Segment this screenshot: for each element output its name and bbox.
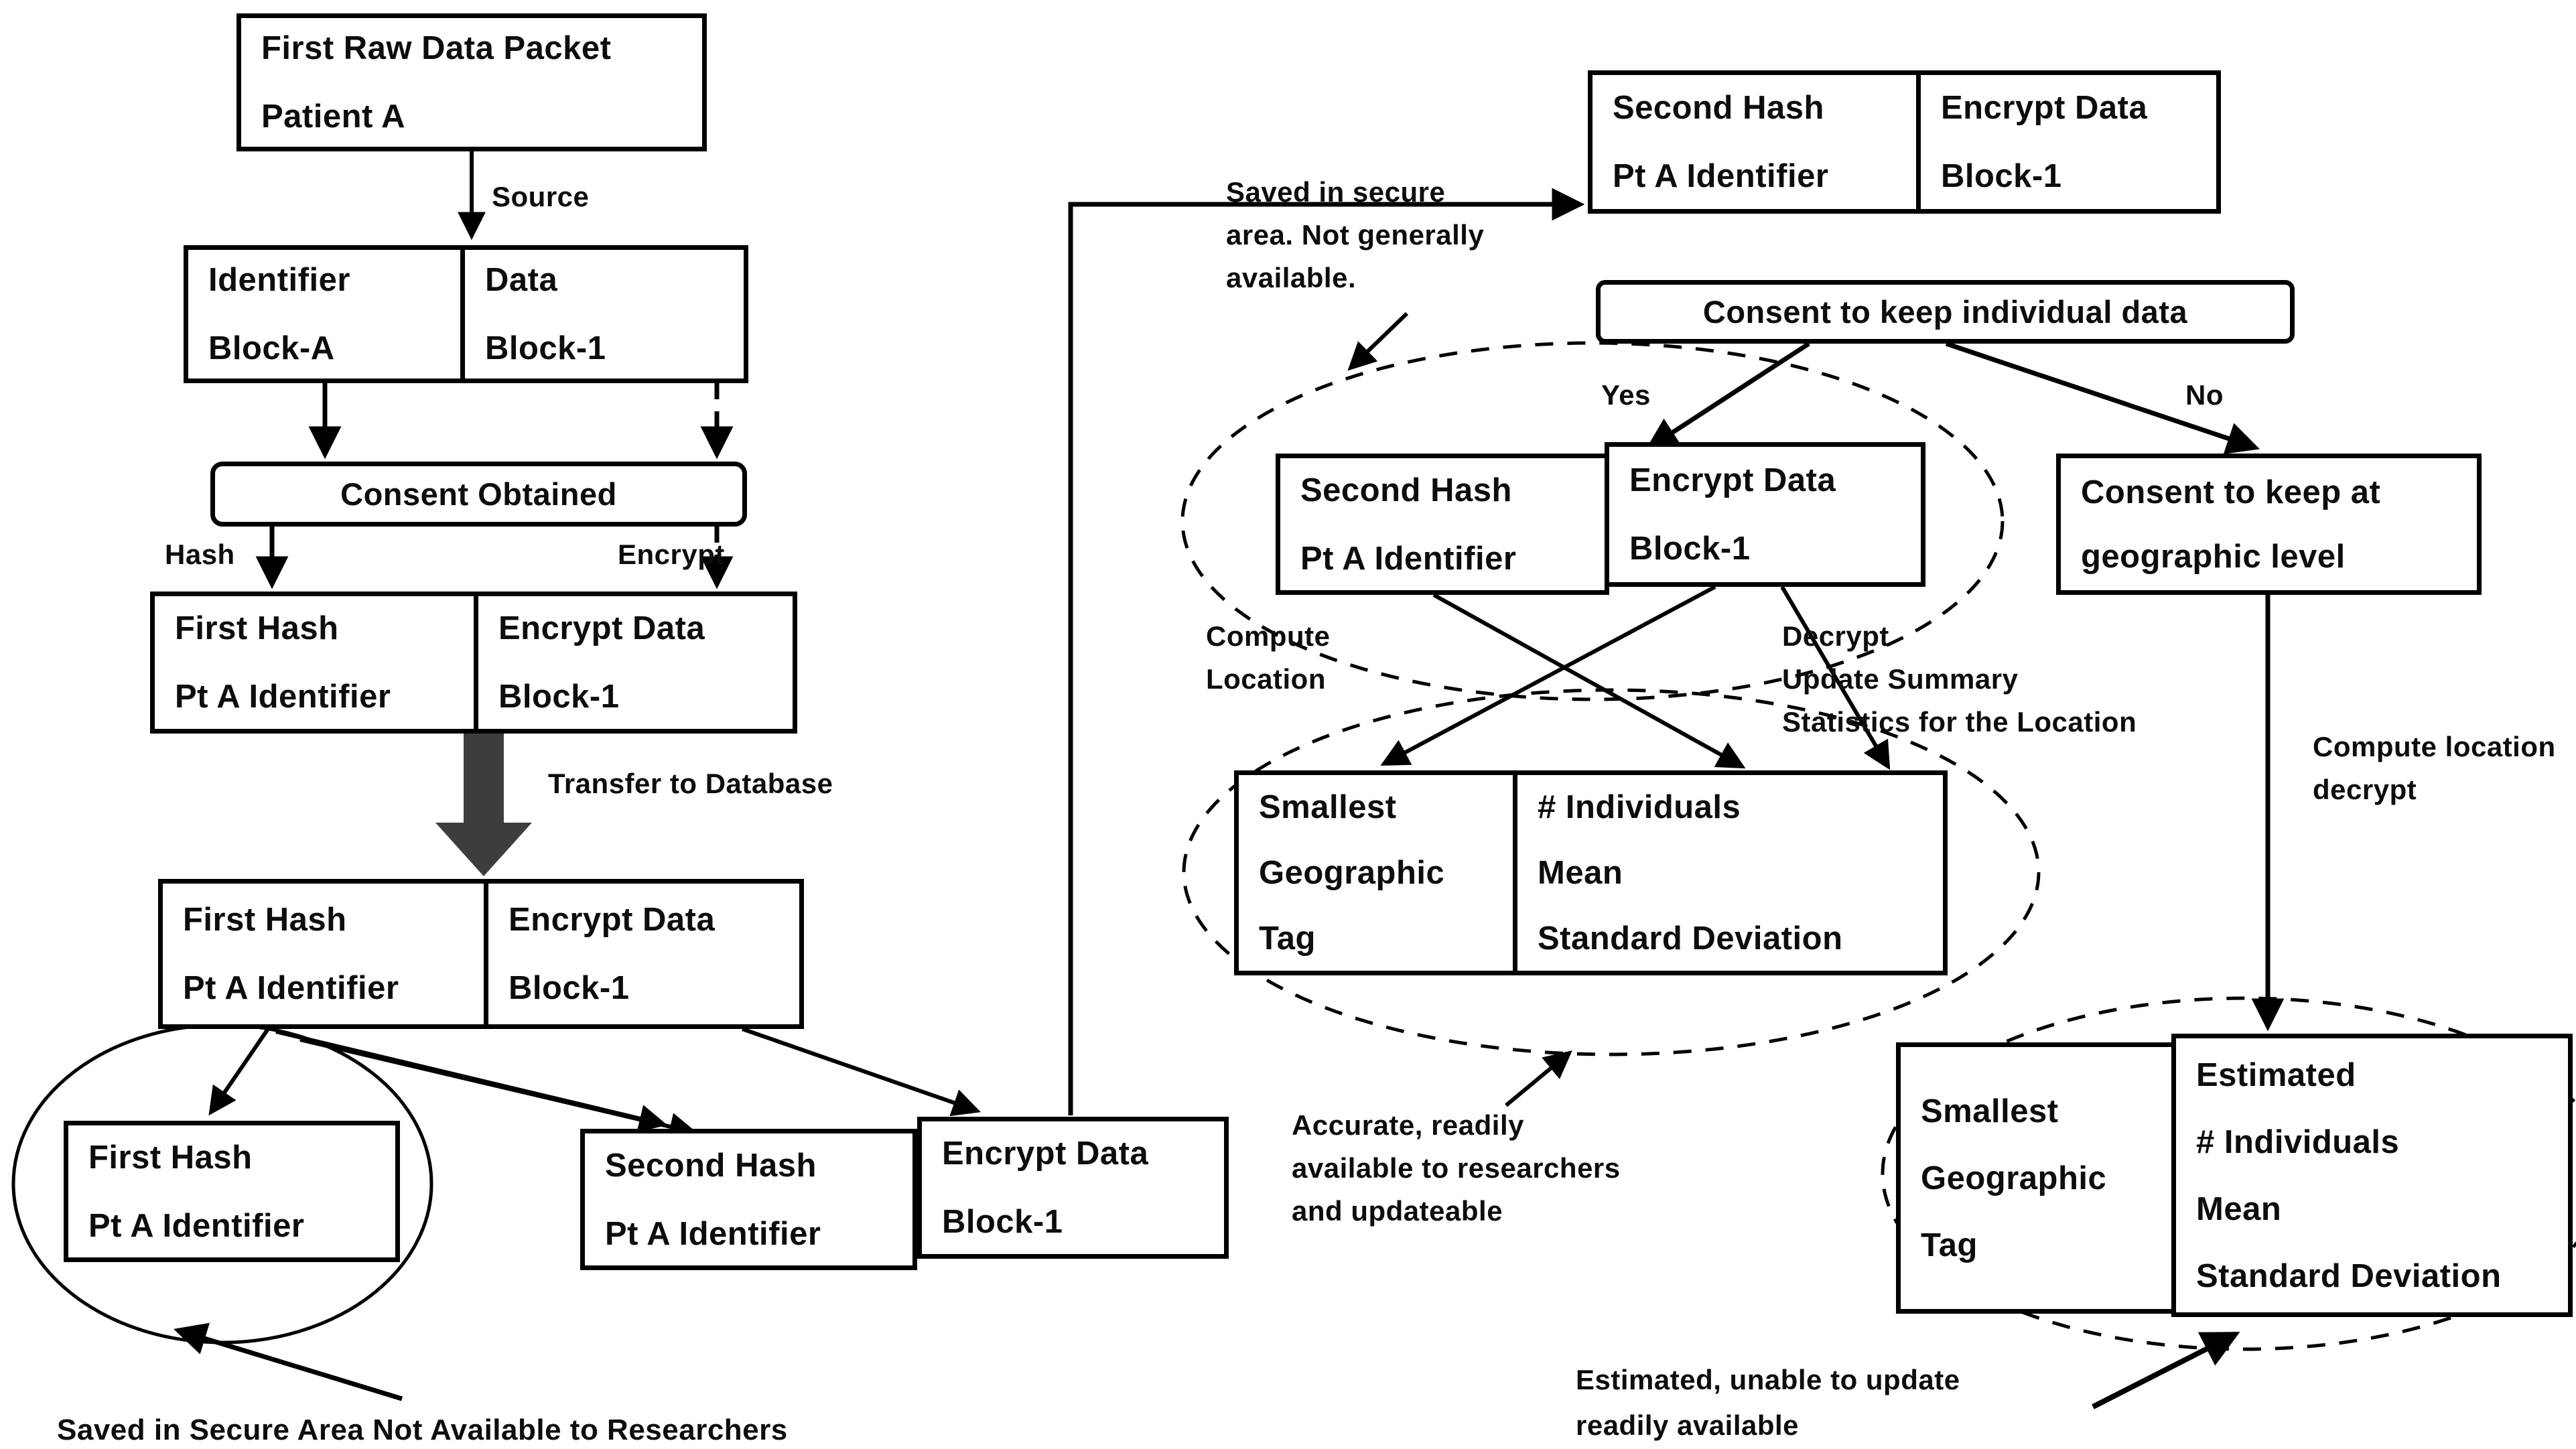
db-to-secure-arrow	[208, 1028, 270, 1116]
saved-left-pointer-arrow	[173, 1322, 403, 1401]
encrypt-to-geotag-arrow	[1380, 585, 1716, 766]
saved-secure-right-label: Saved in secure area. Not generally avai…	[1226, 176, 1485, 293]
second-hash-box: Second Hash Pt A Identifier	[580, 1129, 917, 1270]
consent-individual-box: Consent to keep individual data	[1596, 280, 2295, 344]
consent-obtained-box: Consent Obtained	[210, 462, 747, 527]
smallest-geographic-tag-box: Smallest Geographic Tag	[1234, 770, 1517, 975]
saved-secure-dashed-ellipse	[1180, 341, 2005, 701]
encrypt-label: Encrypt	[618, 539, 725, 570]
hash-to-individuals-arrow	[1432, 593, 1746, 769]
encrypt-to-encrypt-arrow	[742, 1027, 981, 1117]
estimated-label: Estimated, unable to update readily avai…	[1576, 1364, 1960, 1441]
decrypt-update-label: Decrypt Update Summary Statistics for th…	[1782, 620, 2137, 738]
compute-decrypt-label: Compute location decrypt	[2313, 731, 2556, 805]
yes-label: Yes	[1601, 379, 1651, 411]
accurate-pointer-arrow	[1505, 1050, 1572, 1107]
second-hash-yes-box: Second Hash Pt A Identifier	[1276, 454, 1609, 595]
no-label: No	[2185, 379, 2224, 411]
transfer-label: Transfer to Database	[548, 768, 833, 799]
encrypt-to-individuals-arrow	[1780, 585, 1891, 770]
db-to-secondhash-arrow-2	[299, 1038, 698, 1141]
hash-label: Hash	[165, 539, 235, 570]
first-hash-database-box: First Hash Pt A Identifier	[158, 879, 488, 1029]
first-hash-secure-box: First Hash Pt A Identifier	[64, 1121, 400, 1262]
estimated-pointer-arrow	[2092, 1332, 2240, 1409]
yes-branch-arrow	[1645, 342, 1810, 451]
encrypt-data-box: Encrypt Data Block-1	[474, 592, 797, 734]
encrypt-data-saved-box: Encrypt Data Block-1	[1916, 70, 2221, 214]
accurate-dashed-ellipse	[1182, 688, 2041, 1056]
encrypt-data-yes-box: Encrypt Data Block-1	[1605, 442, 1925, 587]
estimated-summary-box: Estimated # Individuals Mean Standard De…	[2171, 1034, 2573, 1317]
identifier-block-a-box: Identifier Block-A	[184, 245, 465, 383]
transfer-arrow	[435, 734, 532, 876]
saved-secure-left-label: Saved in Secure Area Not Available to Re…	[57, 1413, 788, 1446]
saved-right-arrow	[1347, 312, 1409, 371]
smallest-geographic-tag-estimated-box: Smallest Geographic Tag	[1896, 1042, 2176, 1314]
estimated-dashed-ellipse	[1881, 996, 2576, 1351]
no-branch-arrow	[1945, 341, 2260, 454]
individuals-summary-box: # Individuals Mean Standard Deviation	[1513, 770, 1948, 975]
accurate-label: Accurate, readily available to researche…	[1292, 1109, 1621, 1227]
first-hash-box: First Hash Pt A Identifier	[150, 592, 478, 734]
compute-location-label: Compute Location	[1206, 620, 1331, 695]
source-label: Source	[492, 181, 590, 212]
first-raw-data-packet-box: First Raw Data Packet Patient A	[236, 13, 707, 151]
encrypt-data-database-box: Encrypt Data Block-1	[484, 879, 804, 1029]
second-hash-saved-box: Second Hash Pt A Identifier	[1588, 70, 1921, 214]
elbow-to-saved-copy-arrow	[1068, 188, 1585, 1115]
consent-geographic-box: Consent to keep at geographic level	[2056, 454, 2482, 595]
data-block-1-box: Data Block-1	[460, 245, 748, 383]
encrypt-data-copy-box: Encrypt Data Block-1	[917, 1117, 1229, 1259]
